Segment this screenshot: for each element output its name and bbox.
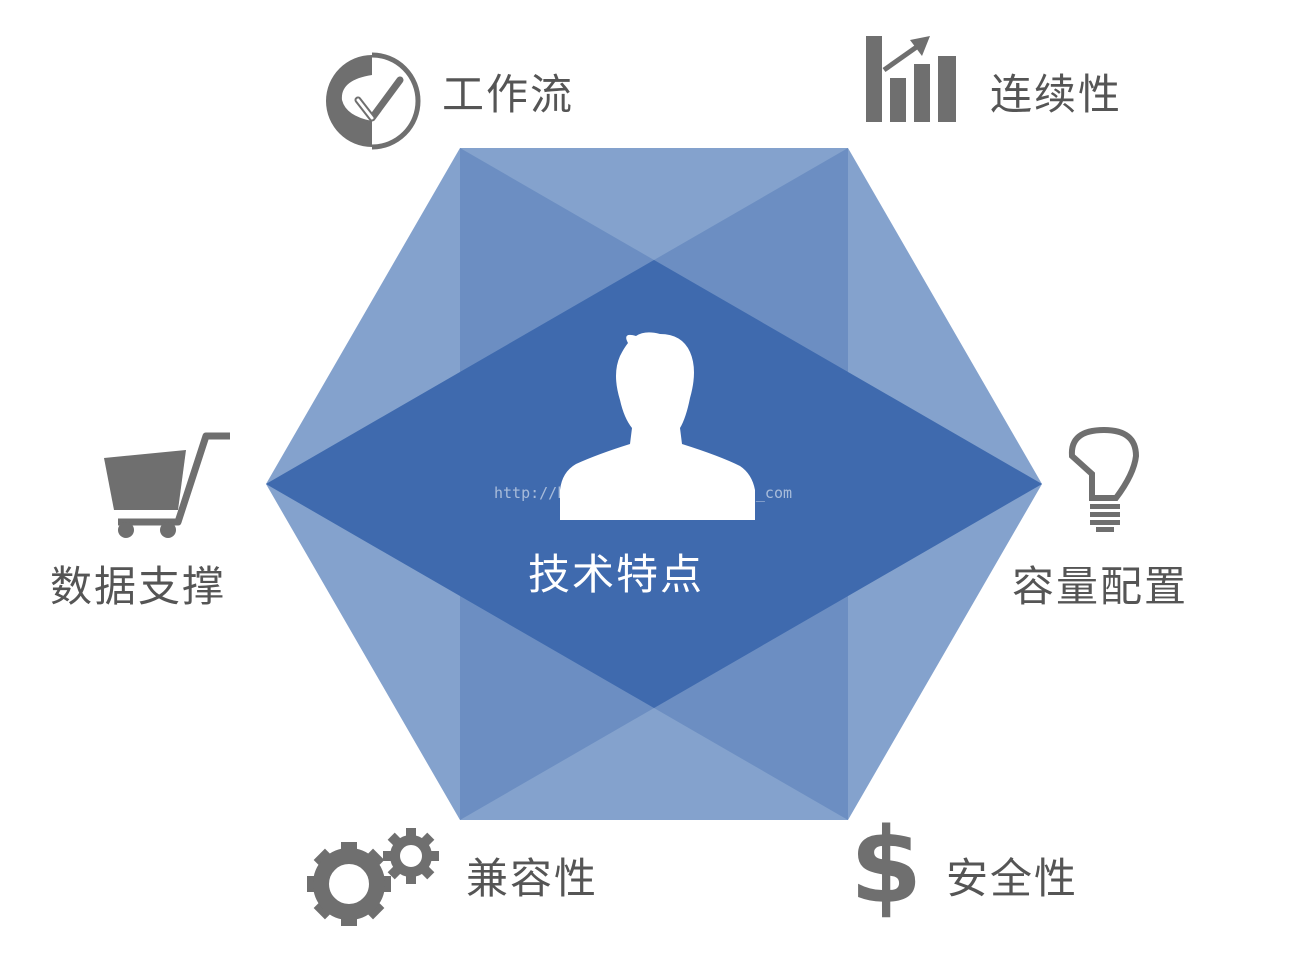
label-compatibility: 兼容性 (466, 854, 599, 903)
check-circle-icon (326, 52, 421, 150)
label-security: 安全性 (946, 854, 1079, 903)
gears-icon (307, 828, 439, 926)
svg-text:$: $ (850, 805, 922, 927)
center-title: 技术特点 (528, 550, 705, 599)
person-icon (560, 332, 755, 520)
watermark: http://blog.csdn.net/wireless_com (494, 484, 793, 502)
dollar-icon: $ (850, 805, 922, 927)
label-data-support: 数据支撑 (50, 562, 227, 611)
bar-chart-growth-icon (866, 36, 956, 122)
label-capacity-config: 容量配置 (1012, 562, 1189, 611)
shopping-cart-icon (104, 432, 230, 538)
label-continuity: 连续性 (990, 70, 1123, 119)
light-bulb-icon (1068, 426, 1140, 532)
label-workflow: 工作流 (442, 70, 575, 119)
